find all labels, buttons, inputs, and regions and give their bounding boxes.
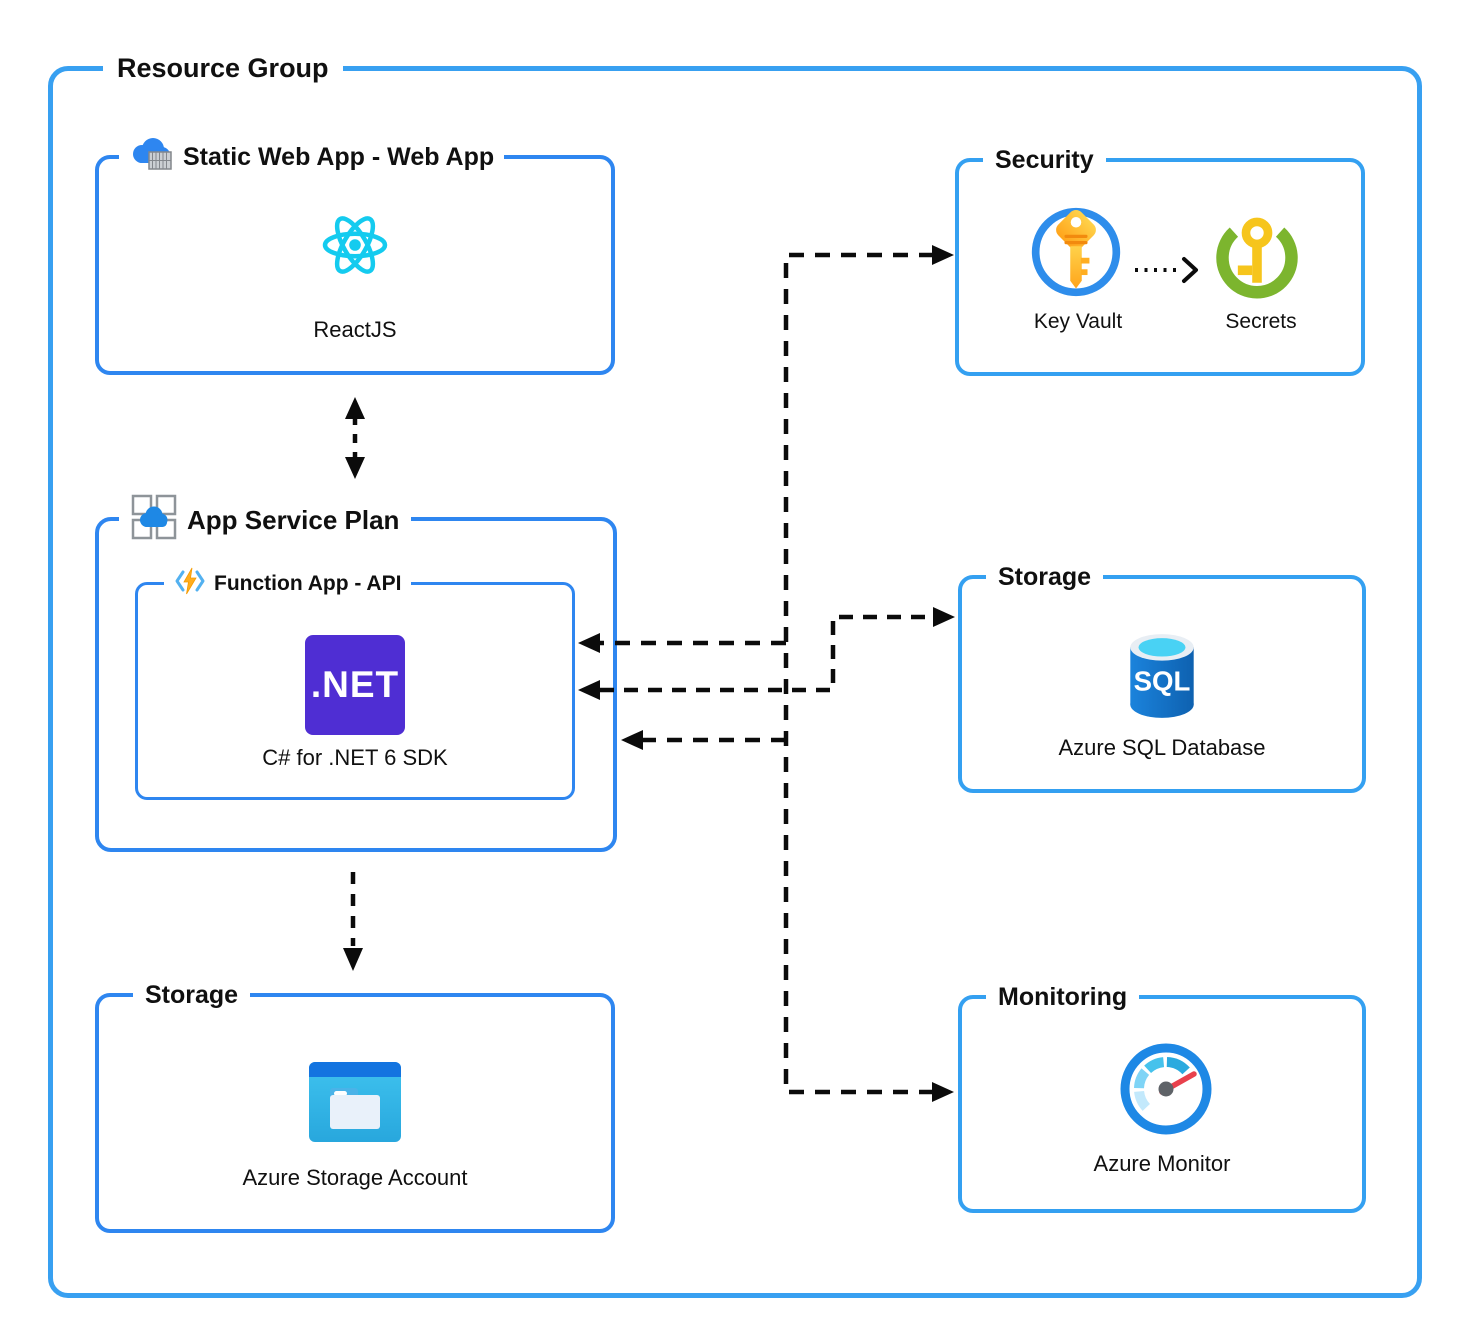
azure-monitor-icon [1120, 1043, 1212, 1135]
storage-sql-title-text: Storage [998, 562, 1092, 591]
app-service-plan-title: App Service Plan [119, 494, 412, 547]
key-vault-label: Key Vault [1033, 310, 1123, 333]
secrets-label: Secrets [1225, 310, 1297, 333]
csharp-sdk-label: C# for .NET 6 SDK [262, 745, 448, 770]
storage-account-title: Storage [133, 975, 251, 1015]
storage-account-title-text: Storage [145, 980, 239, 1009]
resource-group-title: Resource Group [103, 48, 343, 88]
dotnet-logo: .NET [305, 635, 405, 735]
security-title-text: Security [995, 145, 1094, 174]
monitoring-box: Monitoring Azure Monitor [958, 977, 1366, 1213]
azure-storage-icon [309, 1062, 401, 1142]
sql-logo-text: SQL [1134, 665, 1191, 696]
app-service-plan-title-text: App Service Plan [187, 504, 400, 535]
reactjs-logo-icon [322, 216, 388, 274]
static-web-app-box: Static Web App - Web App ReactJS [95, 137, 615, 375]
storage-account-box: Storage Azure Storage Account [95, 975, 615, 1233]
function-app-box: Function App - API .NET C# for .NET 6 SD… [135, 567, 575, 800]
dotnet-logo-text: .NET [310, 664, 400, 705]
function-app-title: Function App - API [164, 567, 412, 601]
static-web-app-title: Static Web App - Web App [119, 137, 505, 178]
app-service-plan-icon [131, 494, 177, 547]
reactjs-label: ReactJS [313, 317, 397, 342]
azure-sql-icon: SQL [1130, 634, 1194, 718]
monitoring-title: Monitoring [986, 977, 1140, 1017]
resource-group-title-text: Resource Group [117, 53, 329, 83]
security-title: Security [983, 140, 1106, 180]
server-stack-icon [148, 150, 172, 170]
storage-sql-box: Storage SQL Azure SQL Database [958, 557, 1366, 793]
function-app-icon [174, 567, 206, 601]
static-web-app-icon [129, 137, 173, 178]
static-web-app-title-text: Static Web App - Web App [183, 142, 495, 171]
azure-storage-label: Azure Storage Account [242, 1165, 468, 1190]
function-app-title-text: Function App - API [214, 572, 402, 595]
secrets-icon [1216, 217, 1298, 299]
key-vault-icon [1031, 207, 1121, 297]
storage-sql-title: Storage [986, 557, 1104, 597]
azure-monitor-label: Azure Monitor [1093, 1151, 1231, 1176]
security-box: Security Key Vault Secrets [955, 140, 1365, 376]
azure-sql-label: Azure SQL Database [1058, 735, 1266, 760]
monitoring-title-text: Monitoring [998, 982, 1128, 1011]
